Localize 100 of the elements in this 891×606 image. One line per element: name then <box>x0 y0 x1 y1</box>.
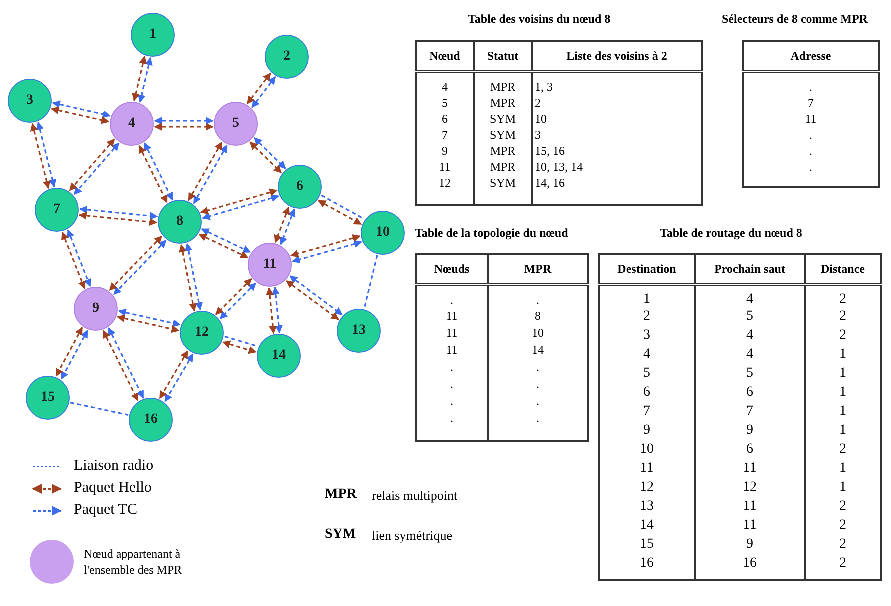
table-cell: 9 <box>695 536 805 554</box>
arrow <box>51 106 110 124</box>
arrow <box>79 206 158 220</box>
table-cell: 9 <box>416 142 474 158</box>
table-cell: 10 <box>532 110 702 126</box>
table-cell: 11 <box>695 460 805 478</box>
link-line <box>70 402 129 416</box>
table-cell: 11 <box>416 158 474 174</box>
table-cell: . <box>743 142 879 158</box>
network-node: 14 <box>257 334 301 378</box>
table-cell: . <box>416 410 488 426</box>
arrow <box>188 142 223 202</box>
table-cell: 14 <box>488 342 588 358</box>
arrow <box>252 76 276 108</box>
table-cell: 2 <box>805 554 881 574</box>
legend-text: Liaison radio <box>74 458 154 475</box>
network-node: 15 <box>26 376 70 420</box>
table-cell: 1 <box>805 384 881 402</box>
table-cell: 6 <box>599 384 695 402</box>
table-cell: 12 <box>695 478 805 498</box>
table-cell: 1 <box>805 364 881 384</box>
arrow <box>60 330 88 380</box>
network-node: 11 <box>248 243 292 287</box>
legend-text: Paquet TC <box>74 502 138 519</box>
table-cell: 4 <box>416 71 474 94</box>
table-cell: MPR <box>474 94 532 110</box>
arrow <box>138 145 168 204</box>
table-cell: 4 <box>695 346 805 364</box>
arrow <box>292 240 362 264</box>
arrow <box>132 56 148 102</box>
table-cell: 1 <box>805 402 881 422</box>
table-cell: . <box>488 358 588 376</box>
table-cell: 7 <box>416 126 474 142</box>
table-cell: MPR <box>474 71 532 94</box>
table-cell: . <box>488 392 588 410</box>
table-cell: . <box>488 284 588 308</box>
column-header: Liste des voisins à 2 <box>532 41 702 71</box>
arrow <box>254 137 286 170</box>
table-cell: 6 <box>695 440 805 460</box>
table-cell: MPR <box>474 142 532 158</box>
table-cell: 15 <box>599 536 695 554</box>
table-cell: 11 <box>695 516 805 536</box>
table-cell: 8 <box>488 308 588 324</box>
table-cell: 11 <box>599 460 695 478</box>
table-cell: 10 <box>599 440 695 460</box>
link-line <box>224 336 258 348</box>
arrow <box>184 243 204 311</box>
table-cell: 11 <box>743 110 879 126</box>
table-cell: 12 <box>599 478 695 498</box>
table-title: Table de la topologie du nœud <box>415 226 568 241</box>
table-cell: 13 <box>599 498 695 516</box>
table-cell: SYM <box>474 126 532 142</box>
table-title: Table des voisins du nœud 8 <box>468 12 611 27</box>
table-cell: . <box>416 376 488 392</box>
legend-text: Paquet Hello <box>74 480 152 497</box>
arrow <box>118 308 181 328</box>
table-cell: 16 <box>695 554 805 574</box>
table-cell: SYM <box>474 110 532 126</box>
arrow <box>202 194 280 220</box>
table-cell: . <box>416 392 488 410</box>
table-cell: 7 <box>743 94 879 110</box>
table-cell: 1 <box>599 284 695 308</box>
table-cell: 2 <box>805 536 881 554</box>
link-line <box>364 255 378 309</box>
table-cell: 5 <box>695 308 805 326</box>
table-cell: 2 <box>805 440 881 460</box>
table-cell: . <box>743 126 879 142</box>
table-cell: 16 <box>599 554 695 574</box>
arrow <box>30 123 51 190</box>
column-header: Distance <box>805 254 881 284</box>
table-cell: . <box>416 358 488 376</box>
arrow <box>274 206 290 244</box>
arrow <box>222 340 257 354</box>
arrow <box>62 232 86 290</box>
table-cell: . <box>488 410 588 426</box>
network-node: 13 <box>337 309 381 353</box>
table-cell: 1, 3 <box>532 71 702 94</box>
table-cell: 2 <box>599 308 695 326</box>
table-cell: . <box>743 158 879 174</box>
arrow <box>246 72 272 105</box>
arrow <box>198 234 249 259</box>
network-node: 2 <box>265 35 309 79</box>
legend-text: Nœud appartenant à l'ensemble des MPR <box>84 546 184 578</box>
arrow <box>67 230 92 288</box>
table-cell: 14 <box>599 516 695 536</box>
table-cell: 2 <box>805 284 881 308</box>
table-cell: 1 <box>805 478 881 498</box>
arrow <box>154 123 214 131</box>
table-cell: 1 <box>805 346 881 364</box>
table-cell: 14, 16 <box>532 174 702 190</box>
table-cell: SYM <box>474 174 532 190</box>
abbreviation-meaning: relais multipoint <box>372 488 458 504</box>
table-cell: 2 <box>805 498 881 516</box>
table-cell: 11 <box>695 498 805 516</box>
network-node: 5 <box>214 102 258 146</box>
arrow <box>318 200 362 226</box>
table-cell: 2 <box>805 326 881 346</box>
abbreviation: SYM <box>325 527 356 543</box>
table-cell: 5 <box>416 94 474 110</box>
column-header: Nœuds <box>416 254 488 284</box>
